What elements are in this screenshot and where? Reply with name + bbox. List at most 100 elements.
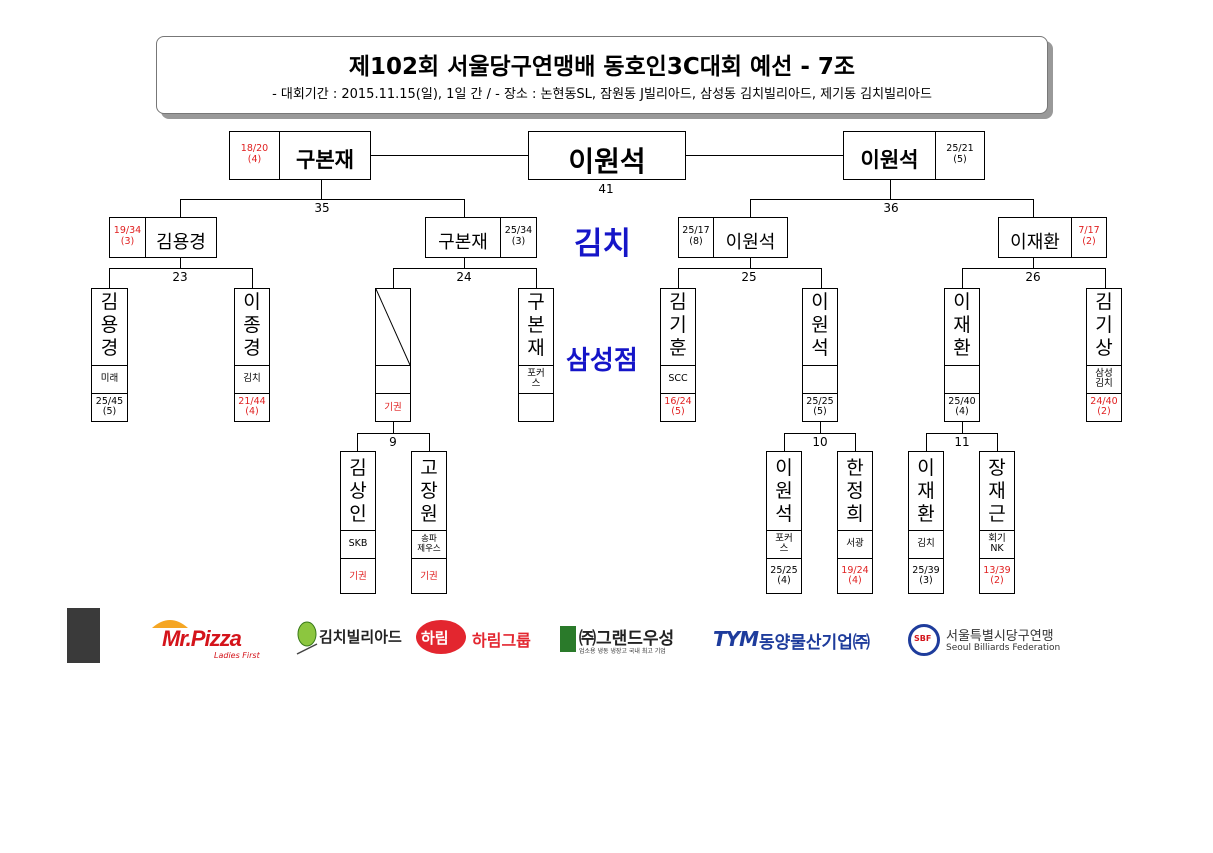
page-title: 제102회 서울당구연맹배 동호인3C대회 예선 - 7조 <box>348 54 856 80</box>
innings: (3) <box>511 236 526 247</box>
connector <box>678 268 821 269</box>
final-left-name-box: 구본재 <box>279 131 371 180</box>
quarter-4-name-box: 이재환 <box>998 217 1072 258</box>
cabbage-icon <box>296 621 318 655</box>
final-left-innings: (4) <box>247 154 262 165</box>
name-char: 장 <box>420 480 438 502</box>
match-number: 25 <box>741 270 757 284</box>
connector <box>750 199 1034 200</box>
innings: (2) <box>1097 406 1111 417</box>
match-number: 41 <box>598 182 614 196</box>
name-char: 이 <box>917 457 935 479</box>
innings: (4) <box>777 575 791 586</box>
name-char: 환 <box>953 337 971 359</box>
player-card: 이 원 석 25/25(5) <box>802 288 838 422</box>
score: 25/17 <box>682 225 710 236</box>
connector <box>464 258 465 268</box>
innings: (5) <box>813 406 827 417</box>
match-number: 11 <box>954 435 970 449</box>
name-char: 석 <box>775 503 793 525</box>
connector <box>321 180 322 199</box>
name-char: 용 <box>100 314 119 336</box>
score: 19/34 <box>113 225 142 236</box>
club-name: 제우스 <box>417 544 441 554</box>
final-left-name: 구본재 <box>296 148 354 172</box>
kimchi-text: 김치빌리아드 <box>319 628 402 646</box>
connector <box>1105 268 1106 288</box>
quarter-3-name-box: 이원석 <box>713 217 788 258</box>
result: 기권 <box>384 402 402 413</box>
connector <box>109 268 110 288</box>
innings: (2) <box>990 575 1004 586</box>
kimchi-logo: 김치빌리아드 <box>295 618 405 660</box>
club-name: 스 <box>531 378 541 389</box>
name-char: 재 <box>527 337 545 359</box>
quarter-1-name-box: 김용경 <box>145 217 217 258</box>
match-number: 26 <box>1025 270 1041 284</box>
bye-slash <box>376 289 410 365</box>
score: 19/24 <box>841 565 869 576</box>
name-char: 종 <box>243 314 261 336</box>
name-char: 훈 <box>669 337 687 359</box>
player-card: 김 기 훈 SCC 16/24(5) <box>660 288 696 422</box>
name-char: 재 <box>917 480 935 502</box>
innings: (4) <box>848 575 862 586</box>
player-card: 한 정 희 서광 19/24(4) <box>837 451 873 594</box>
player-name: 김용경 <box>156 232 206 253</box>
connector <box>784 433 785 451</box>
quarter-2-name-box: 구본재 <box>425 217 501 258</box>
connector <box>890 180 891 199</box>
innings: (3) <box>120 236 135 247</box>
score: 24/40 <box>1090 396 1118 407</box>
harim-badge <box>416 620 466 654</box>
quarter-4-score-box: 7/17 (2) <box>1071 217 1107 258</box>
sponsor-bar-marker <box>67 608 100 663</box>
club-name: 미래 <box>100 373 119 384</box>
dongyang-text: 동양물산기업㈜ <box>759 633 870 653</box>
name-char: 재 <box>953 314 971 336</box>
connector <box>997 433 998 451</box>
club-name: SKB <box>348 538 368 549</box>
club-name: 포커 <box>527 368 545 379</box>
connector <box>750 199 751 217</box>
player-card: 이 종 경 김치 21/44(4) <box>234 288 270 422</box>
tym-mark: TYM <box>713 627 759 651</box>
sbf-text: 서울특별시당구연맹 <box>946 629 1054 644</box>
name-char: 기 <box>1095 314 1113 336</box>
pizza-hat-icon <box>152 620 188 628</box>
connector <box>821 268 822 288</box>
club-name: 삼성 <box>1095 368 1113 379</box>
final-left-score: 18/20 <box>240 143 269 154</box>
venue-kimchi: 김치 <box>574 226 632 262</box>
score: 25/25 <box>770 565 798 576</box>
page-subtitle: - 대회기간 : 2015.11.15(일), 1일 간 / - 장소 : 논현… <box>272 87 932 102</box>
innings: (8) <box>689 236 703 247</box>
connector <box>357 433 358 451</box>
venue-samsung: 삼성점 <box>566 346 638 376</box>
grand-text: ㈜그랜드우성 <box>579 629 675 649</box>
connector <box>429 433 430 451</box>
champion-name: 이원석 <box>568 145 646 178</box>
name-char: 원 <box>811 314 829 336</box>
innings: (3) <box>919 575 933 586</box>
name-char: 김 <box>669 291 687 313</box>
quarter-2-score-box: 25/34 (3) <box>500 217 537 258</box>
player-card: 김 용 경 미래 25/45(5) <box>91 288 128 422</box>
sbf-emblem-icon <box>908 624 940 656</box>
name-char: 구 <box>527 291 545 313</box>
mrpizza-logo: Mr.Pizza Ladies First <box>142 616 272 662</box>
score: 21/44 <box>238 396 266 407</box>
club-name: 포커 <box>775 533 793 544</box>
connector <box>962 268 963 288</box>
result: 기권 <box>349 571 367 582</box>
tree-icon <box>560 626 576 652</box>
connector <box>784 433 856 434</box>
connector <box>180 258 181 268</box>
final-right-name-box: 이원석 <box>843 131 936 180</box>
name-char: 석 <box>811 337 829 359</box>
